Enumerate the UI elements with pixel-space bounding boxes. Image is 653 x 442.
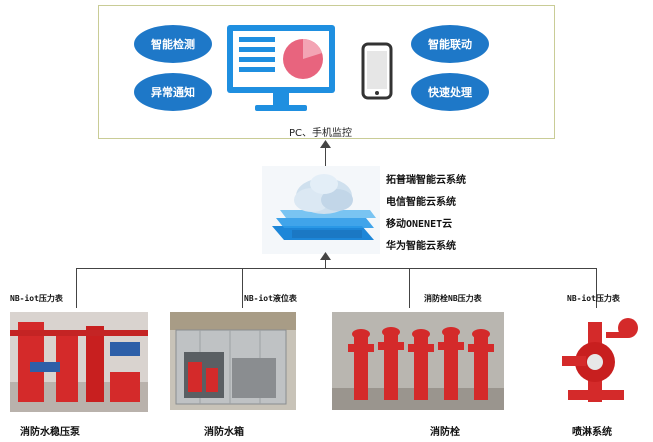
monitoring-panel: 智能检测 异常通知 智能联动 快速处理 PC、手机监控 (98, 5, 555, 139)
drop-line-1 (76, 268, 77, 308)
drop-line-2 (242, 268, 243, 308)
bubble-fast-processing: 快速处理 (411, 73, 489, 111)
device-label-pump: 消防水稳压泵 (20, 427, 80, 438)
drop-line-3 (409, 268, 410, 308)
cloud-services-list: 拓普瑞智能云系统 电信智能云系统 移动ONENET云 华为智能云系统 (386, 170, 466, 258)
cloud-service-item: 电信智能云系统 (386, 197, 456, 208)
arrow-up-head-icon (320, 140, 331, 148)
trunk-line (325, 254, 326, 268)
pc-monitor-icon (227, 25, 335, 111)
cloud-service-item: 拓普瑞智能云系统 (386, 175, 466, 186)
arrow-up-line (325, 146, 326, 166)
bubble-abnormal-notice: 异常通知 (134, 73, 212, 111)
sprinkler-valve-photo (552, 312, 646, 410)
cloud-platform-icon (262, 166, 380, 254)
sensor-label-sprinkler: NB-iot压力表 (567, 294, 620, 303)
device-label-tank: 消防水箱 (204, 427, 244, 438)
bus-line (76, 268, 596, 269)
cloud-service-item: 华为智能云系统 (386, 241, 456, 252)
arrow-trunk-head-icon (320, 252, 331, 260)
sensor-label-tank: NB-iot液位表 (244, 294, 297, 303)
device-label-sprinkler: 喷淋系统 (572, 427, 612, 438)
device-label-hydrant: 消防栓 (430, 427, 460, 438)
bubble-smart-detection: 智能检测 (134, 25, 212, 63)
drop-line-4 (596, 268, 597, 308)
sensor-label-hydrant: 消防栓NB压力表 (424, 294, 482, 303)
monitor-caption: PC、手机监控 (289, 128, 353, 139)
sensor-label-pump: NB-iot压力表 (10, 294, 63, 303)
pump-photo (10, 312, 148, 412)
hydrant-photo (332, 312, 504, 410)
phone-icon (361, 42, 393, 100)
bubble-smart-linkage: 智能联动 (411, 25, 489, 63)
water-tank-photo (170, 312, 296, 410)
cloud-service-item: 移动ONENET云 (386, 219, 453, 230)
